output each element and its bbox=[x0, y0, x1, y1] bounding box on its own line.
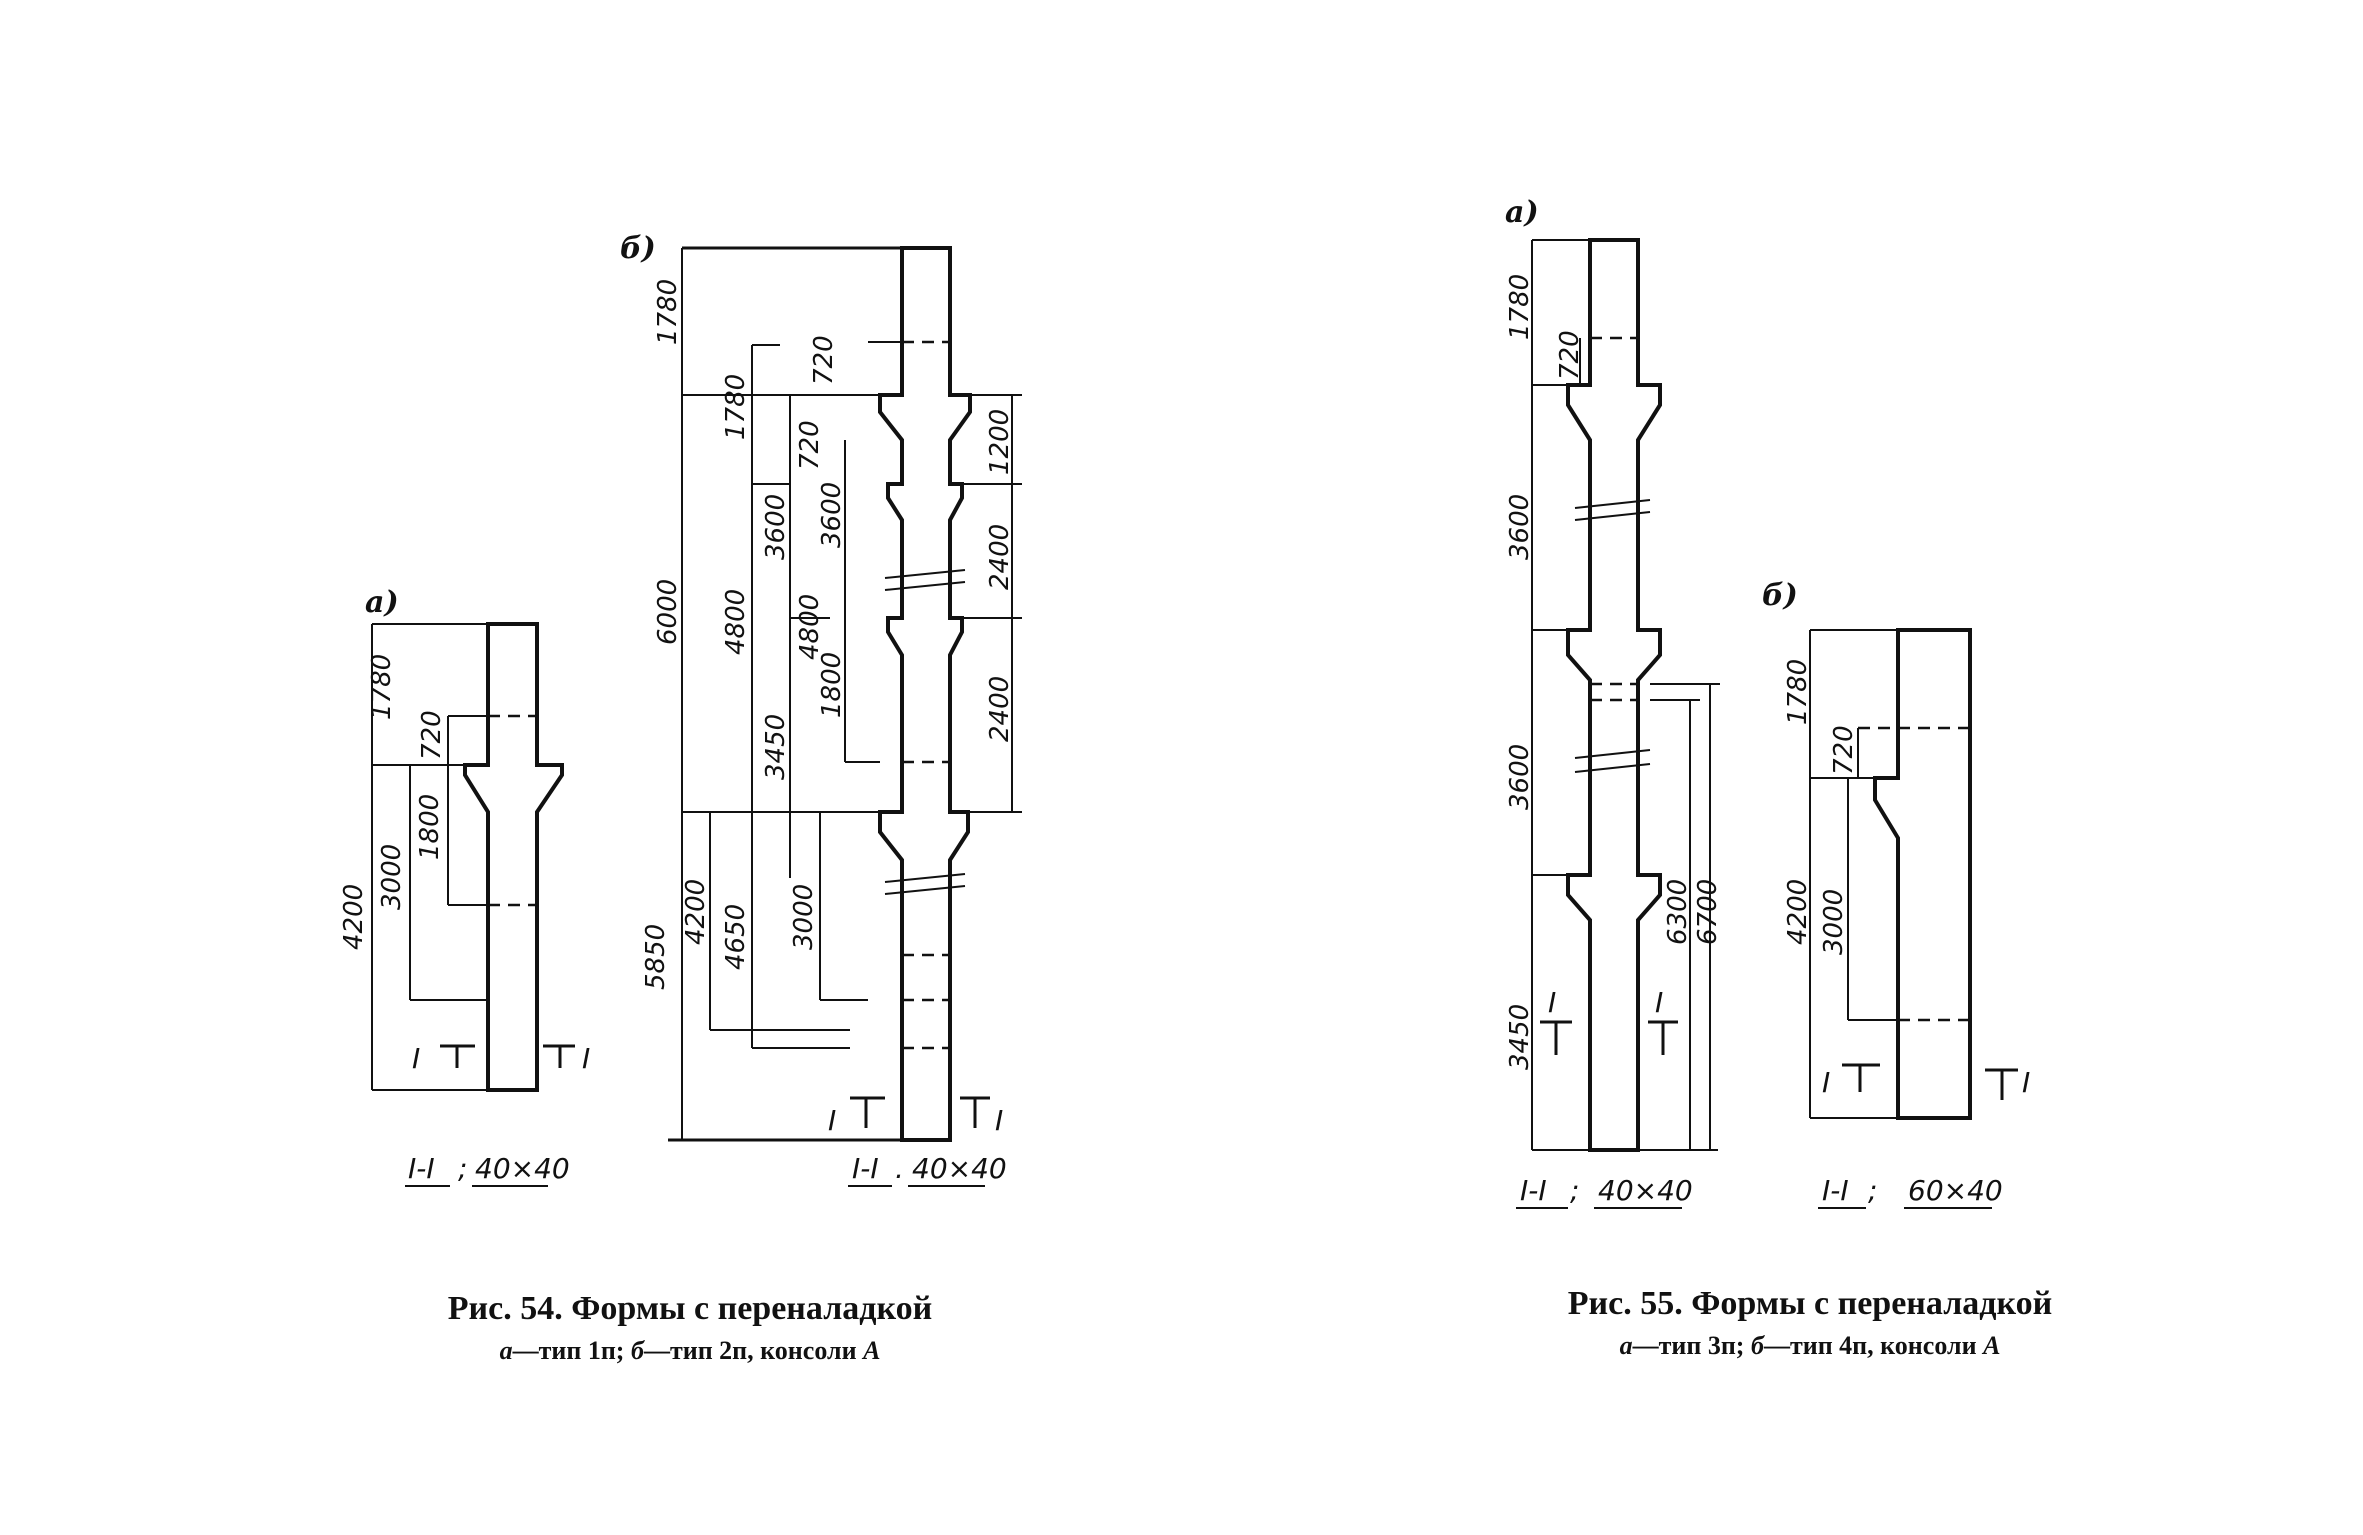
column-outline bbox=[1873, 628, 1972, 1120]
dimension-text: 3000 bbox=[377, 844, 407, 910]
dimension-text: 1780 bbox=[367, 654, 397, 720]
dimension-text: 4800 bbox=[795, 594, 825, 660]
fig55-variant-a: а) 1780 720 3600 3600 3450 6300 6700 I bbox=[1505, 195, 1723, 1209]
dimension-text: 1800 bbox=[817, 652, 847, 718]
section-mark: I bbox=[582, 1042, 590, 1075]
caption-title: Рис. 54. Формы с переналадкой bbox=[447, 1290, 933, 1327]
section-mark: I bbox=[412, 1042, 420, 1075]
dimension-text: 2400 bbox=[985, 676, 1015, 742]
caption-text: —тип 1п; bbox=[512, 1336, 631, 1365]
dimension-text: 1780 bbox=[653, 279, 683, 345]
dimension-text: 4800 bbox=[721, 589, 751, 655]
caption-key: А bbox=[863, 1336, 881, 1365]
dimension-text: 4650 bbox=[721, 904, 751, 970]
section-mark: I bbox=[828, 1104, 836, 1137]
caption-key: а bbox=[499, 1336, 513, 1365]
caption-key: б bbox=[630, 1336, 644, 1365]
section-title: I-I bbox=[1822, 1174, 1849, 1207]
section-size: 60×40 bbox=[1908, 1174, 2003, 1207]
fig54-variant-b: б) 1780 6000 bbox=[620, 231, 1022, 1187]
dimension-text: 3000 bbox=[1819, 889, 1849, 955]
section-arrow bbox=[1985, 1068, 2018, 1100]
fig54-variant-a: а) 1780 4200 720 1800 3000 I I I-I ; 40×… bbox=[339, 585, 590, 1187]
dimension-text: 3600 bbox=[1505, 744, 1535, 810]
section-size: 40×40 bbox=[1598, 1174, 1693, 1207]
dimension-text: 6300 bbox=[1663, 879, 1693, 945]
section-arrow bbox=[440, 1044, 475, 1068]
dimension-text: 720 bbox=[795, 420, 825, 470]
dimension-text: 1800 bbox=[415, 794, 445, 860]
section-mark: I bbox=[1548, 986, 1556, 1019]
variant-label: б) bbox=[620, 231, 656, 266]
column-outline bbox=[878, 246, 972, 1142]
variant-label: а) bbox=[1505, 195, 1539, 230]
section-mark: I bbox=[995, 1104, 1003, 1137]
section-size: 40×40 bbox=[912, 1152, 1007, 1185]
section-arrow bbox=[1648, 1020, 1678, 1055]
section-mark: I bbox=[1655, 986, 1663, 1019]
dimension-text: 4200 bbox=[681, 879, 711, 945]
dimension-text: 6700 bbox=[1693, 879, 1723, 945]
section-separator: ; bbox=[1570, 1174, 1579, 1207]
break-line bbox=[884, 569, 966, 591]
section-separator: . bbox=[895, 1152, 904, 1185]
dimension-text: 3600 bbox=[817, 482, 847, 548]
section-arrow bbox=[543, 1044, 575, 1068]
dimension-text: 1780 bbox=[721, 374, 751, 440]
caption-text: —тип 2п, консоли bbox=[643, 1336, 864, 1365]
dimension-text: 720 bbox=[417, 710, 447, 760]
variant-label: б) bbox=[1762, 578, 1798, 613]
caption-key: а bbox=[1619, 1331, 1633, 1360]
break-line bbox=[1574, 749, 1651, 773]
section-arrow bbox=[960, 1096, 990, 1128]
section-separator: ; bbox=[458, 1152, 467, 1185]
section-arrow bbox=[1540, 1020, 1572, 1055]
fig55-variant-b: б) 1780 720 4200 3000 I I I-I ; 60×40 bbox=[1762, 578, 2030, 1209]
section-title: I-I bbox=[408, 1152, 435, 1185]
dimension-text: 3000 bbox=[789, 884, 819, 950]
dimension-text: 1200 bbox=[985, 409, 1015, 475]
figure-caption-54: Рис. 54. Формы с переналадкой а—тип 1п; … bbox=[380, 1290, 1000, 1366]
caption-key: б bbox=[1750, 1331, 1764, 1360]
caption-title: Рис. 55. Формы с переналадкой bbox=[1567, 1285, 2053, 1322]
caption-subtitle: а—тип 3п; б—тип 4п, консоли А bbox=[1500, 1331, 2120, 1361]
section-arrow bbox=[1842, 1063, 1880, 1092]
dimension-text: 720 bbox=[809, 335, 839, 385]
caption-text: —тип 4п, консоли bbox=[1763, 1331, 1984, 1360]
section-size: 40×40 bbox=[475, 1152, 570, 1185]
break-line bbox=[1574, 499, 1651, 521]
dimension-text: 1780 bbox=[1505, 274, 1535, 340]
section-separator: ; bbox=[1868, 1174, 1877, 1207]
section-title: I-I bbox=[852, 1152, 879, 1185]
section-mark: I bbox=[1822, 1066, 1830, 1099]
dimension-text: 720 bbox=[1555, 330, 1585, 380]
dimension-text: 6000 bbox=[653, 579, 683, 645]
dimension-text: 3450 bbox=[1505, 1004, 1535, 1070]
dimension-text: 4200 bbox=[339, 884, 369, 950]
dimension-text: 4200 bbox=[1783, 879, 1813, 945]
figure-caption-55: Рис. 55. Формы с переналадкой а—тип 3п; … bbox=[1500, 1285, 2120, 1361]
dimension-text: 3600 bbox=[1505, 494, 1535, 560]
column-outline bbox=[463, 622, 564, 1092]
dimension-text: 720 bbox=[1829, 725, 1859, 775]
dimension-text: 1780 bbox=[1783, 659, 1813, 725]
caption-key: А bbox=[1983, 1331, 2001, 1360]
dimension-text: 2400 bbox=[985, 524, 1015, 590]
break-line bbox=[884, 873, 966, 895]
dimension-text: 3600 bbox=[761, 494, 791, 560]
caption-subtitle: а—тип 1п; б—тип 2п, консоли А bbox=[380, 1336, 1000, 1366]
caption-text: —тип 3п; bbox=[1632, 1331, 1751, 1360]
variant-label: а) bbox=[365, 585, 399, 620]
section-title: I-I bbox=[1520, 1174, 1547, 1207]
section-arrow bbox=[850, 1096, 885, 1128]
dimension-text: 3450 bbox=[761, 714, 791, 780]
section-mark: I bbox=[2022, 1066, 2030, 1099]
dimension-text: 5850 bbox=[641, 924, 671, 990]
